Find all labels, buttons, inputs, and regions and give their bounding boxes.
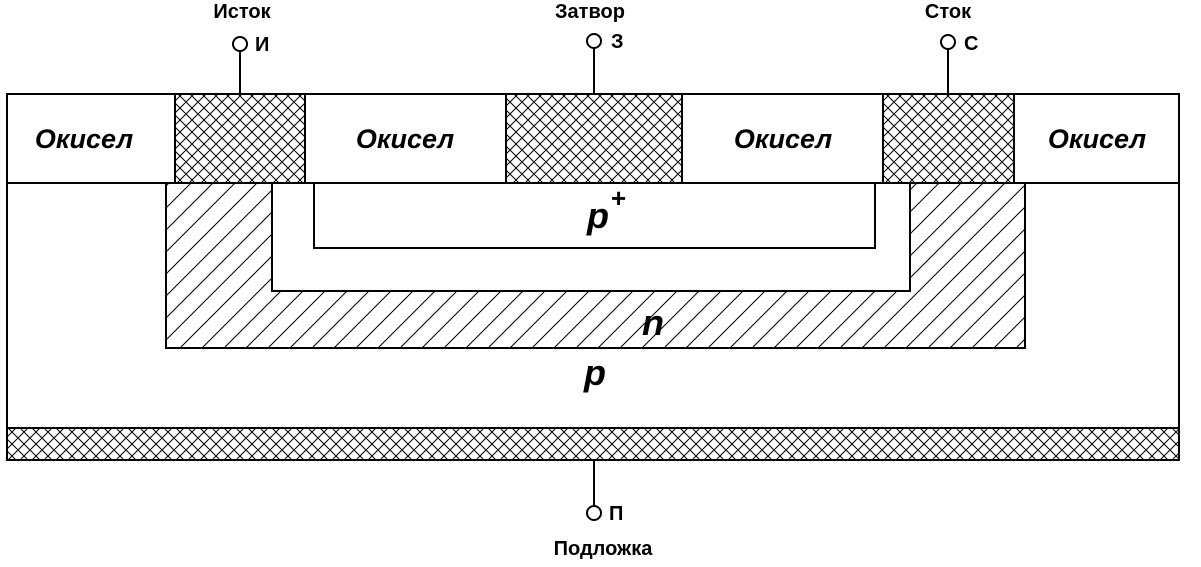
- substrate-terminal-circle: [586, 505, 602, 521]
- gate-name: Затвор: [555, 1, 625, 23]
- drain-name: Сток: [925, 1, 972, 23]
- source-terminal-circle: [232, 36, 248, 52]
- source-contact: [174, 93, 306, 184]
- source-symbol: И: [255, 34, 269, 56]
- oxide-label-1: Окисел: [35, 124, 134, 154]
- source-name: Исток: [213, 1, 271, 23]
- p-plus-label: p: [586, 195, 609, 236]
- p-label: p: [583, 352, 606, 393]
- substrate-name: Подложка: [554, 538, 654, 560]
- gate-terminal-circle: [586, 33, 602, 49]
- gate-contact: [505, 93, 683, 184]
- drain-contact: [882, 93, 1015, 184]
- oxide-label-2: Окисел: [356, 124, 455, 154]
- drain-terminal-circle: [940, 34, 956, 50]
- p-plus-sup: +: [611, 183, 626, 213]
- oxide-label-4: Окисел: [1048, 124, 1147, 154]
- substrate-symbol: П: [609, 503, 623, 525]
- n-label: n: [642, 302, 664, 343]
- drain-symbol: С: [964, 33, 978, 55]
- p-plus-region: [313, 182, 876, 249]
- gate-symbol: З: [611, 31, 624, 53]
- oxide-label-3: Окисел: [734, 124, 833, 154]
- substrate-contact: [6, 427, 1180, 461]
